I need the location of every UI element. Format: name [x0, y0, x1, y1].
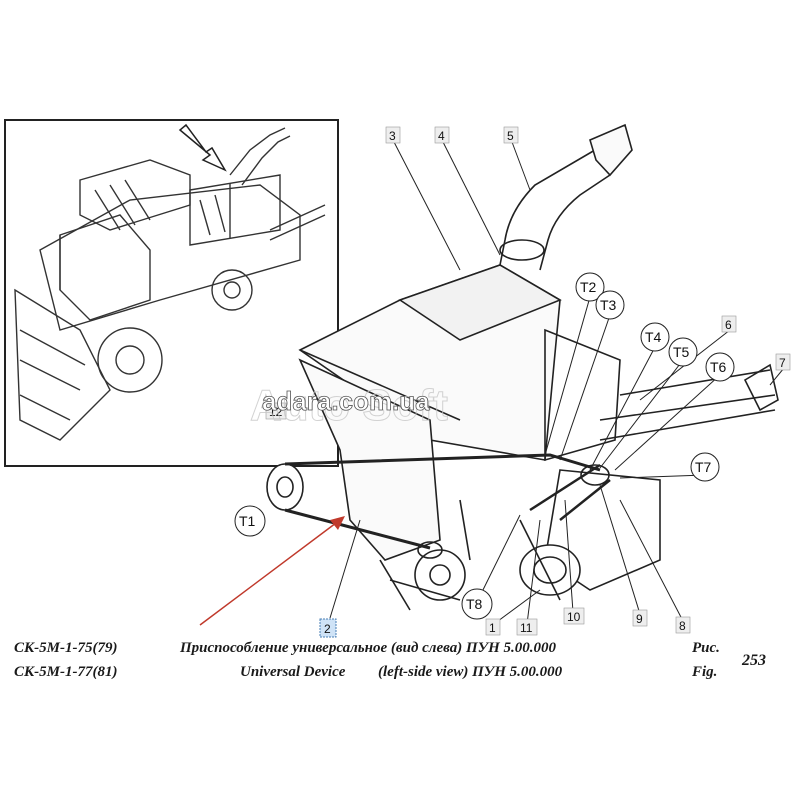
point-t6: T6	[710, 359, 727, 375]
inset-pointer-arrow	[178, 123, 227, 172]
inset-combine-overview	[4, 119, 339, 467]
callout-10: 10	[567, 610, 581, 624]
model-code-1: СК-5М-1-75(79)	[14, 640, 118, 656]
model-code-2: СК-5М-1-77(81)	[14, 664, 118, 680]
caption-title-en-2: (left-side view) ПУН 5.00.000	[378, 664, 563, 680]
point-t8: T8	[466, 596, 483, 612]
figure-number: 253	[742, 652, 766, 669]
red-pointer-arrow	[199, 516, 345, 626]
callout-7: 7	[779, 356, 786, 370]
watermark: Auto Soft adara.com.ua	[250, 381, 449, 431]
point-t2: T2	[580, 279, 597, 295]
callout-8: 8	[679, 619, 686, 633]
point-t3: T3	[600, 297, 617, 313]
callout-11: 11	[520, 621, 533, 635]
watermark-brand: Auto Soft	[250, 381, 448, 430]
callout-4: 4	[438, 129, 445, 143]
caption-title-ru: Приспособление универсальное (вид слева)…	[180, 640, 557, 656]
watermark-url: adara.com.ua	[262, 386, 430, 416]
point-t4: T4	[645, 329, 662, 345]
callout-6: 6	[725, 318, 732, 332]
callouts: 3 4 5 6 7 8 9 10 11 1 2 12	[265, 126, 791, 638]
callout-3: 3	[389, 129, 396, 143]
callout-9: 9	[636, 612, 643, 626]
figure-label-en: Fig.	[692, 664, 718, 680]
callout-1: 1	[489, 621, 496, 635]
figure-label-ru: Рис.	[692, 640, 720, 656]
callout-2: 2	[324, 622, 331, 636]
point-t1: T1	[239, 513, 256, 529]
test-points	[234, 272, 735, 620]
leader-lines	[329, 141, 785, 625]
point-t7: T7	[695, 459, 712, 475]
callout-5: 5	[507, 129, 514, 143]
point-t5: T5	[673, 344, 690, 360]
main-device-drawing	[266, 123, 779, 611]
callout-12: 12	[269, 405, 283, 419]
caption-title-en-1: Universal Device	[240, 664, 346, 680]
